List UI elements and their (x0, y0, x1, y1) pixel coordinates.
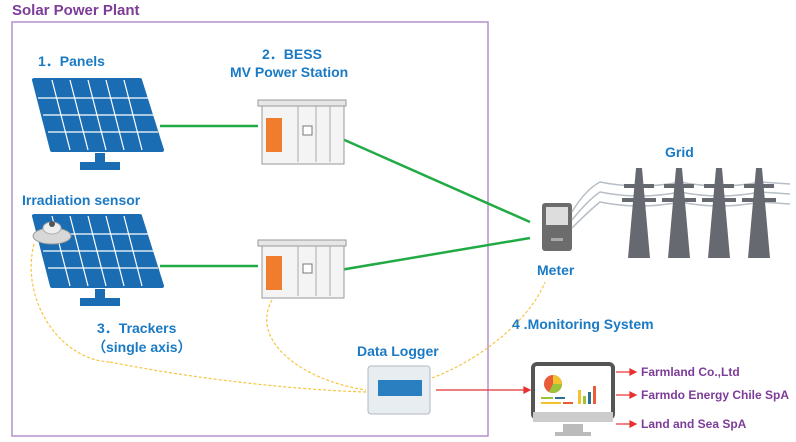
monitor-icon (531, 362, 615, 436)
trackers-subtitle: （single axis） (92, 339, 192, 355)
panels-label: 1．Panels (38, 53, 105, 69)
mv-power-station-2-icon (257, 239, 347, 299)
data-logger-icon (367, 365, 431, 415)
data-lines (30, 243, 546, 393)
page-title: Solar Power Plant (12, 2, 140, 19)
bess-label: 2．BESS (262, 46, 322, 62)
data-logger-label: Data Logger (357, 343, 439, 359)
grid-label: Grid (665, 144, 694, 160)
data-arrows (436, 368, 638, 428)
solar-panel-icon (32, 78, 164, 170)
mv-station-label: MV Power Station (230, 64, 349, 80)
monitoring-system-label: 4 .Monitoring System (512, 316, 654, 332)
power-lines (160, 124, 531, 272)
tower-icon (742, 168, 776, 258)
tower-icon (622, 168, 656, 258)
tower-icon (662, 168, 696, 258)
meter-icon (542, 203, 572, 251)
irradiation-sensor-icon (32, 221, 72, 245)
tower-icon (702, 168, 736, 258)
mv-power-station-icon (257, 99, 347, 165)
client-farmdo: Farmdo Energy Chile SpA (641, 388, 790, 402)
plant-frame (11, 21, 489, 437)
grid-towers (622, 168, 776, 258)
trackers-label: 3．Trackers (97, 320, 177, 336)
irradiation-sensor-label: Irradiation sensor (22, 192, 141, 208)
client-land-and-sea: Land and Sea SpA (641, 417, 747, 431)
meter-label: Meter (537, 262, 575, 278)
client-farmland: Farmland Co.,Ltd (641, 365, 740, 379)
